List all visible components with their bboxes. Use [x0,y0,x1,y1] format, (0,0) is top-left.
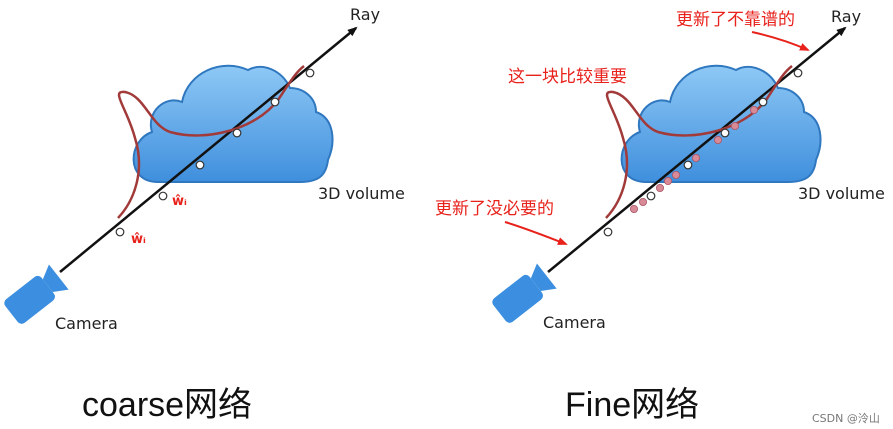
fine-sample-point [731,122,740,131]
fine-sample-point [656,183,665,192]
left-camera-label: Camera [55,314,118,333]
annotation-middle: 这一块比较重要 [508,67,627,87]
right-ray-line [547,26,847,273]
fine-sample-point [672,170,681,179]
left-weight-mark-1: ŵᵢ [131,232,146,247]
left-caption: coarse网络 [82,386,252,424]
coarse-sample-point [646,191,656,201]
fine-sample-point [664,176,673,185]
annotation-top: 更新了不靠谱的 [676,10,795,30]
annotation-bottom: 更新了没必要的 [435,199,554,219]
coarse-sample-point [758,97,768,107]
coarse-sample-point [232,128,242,138]
right-ray-label: Ray [831,7,861,26]
left-camera-icon [4,264,69,324]
coarse-sample-point [603,227,613,237]
left-sample-points [115,68,315,237]
coarse-sample-point [305,68,315,78]
coarse-sample-point [195,160,205,170]
fine-sample-point [714,135,723,144]
right-camera-icon [492,263,557,323]
right-caption: Fine网络 [565,386,699,424]
right-cloud-volume [620,64,822,183]
right-coarse-sample-points [603,68,803,237]
fine-sample-point [750,106,759,115]
left-volume-label: 3D volume [318,184,405,203]
left-ray-line [59,26,358,273]
coarse-sample-point [683,160,693,170]
fine-sample-point [692,153,701,162]
fine-sample-point [630,204,639,213]
coarse-sample-point [270,97,280,107]
right-panel: 更新了不靠谱的 这一块比较重要 更新了没必要的 Ray 3D volume Ca… [435,7,885,424]
left-ray-label: Ray [350,5,380,24]
annotation-arrow-bottom [504,221,568,245]
right-fine-sample-points [630,106,759,213]
coarse-sample-point [793,68,803,78]
right-volume-label: 3D volume [798,184,885,203]
annotation-arrow-top [751,31,810,51]
coarse-sample-point [158,191,168,201]
left-weight-mark-2: ŵᵢ [172,194,187,209]
fine-sample-point [639,197,648,206]
left-cloud-volume [132,64,334,183]
coarse-sample-point [720,128,730,138]
right-camera-label: Camera [543,313,606,332]
watermark: CSDN @泠山 [812,412,880,425]
coarse-sample-point [115,227,125,237]
left-panel: ŵᵢ ŵᵢ Ray 3D volume Camera coarse网络 [4,5,405,424]
